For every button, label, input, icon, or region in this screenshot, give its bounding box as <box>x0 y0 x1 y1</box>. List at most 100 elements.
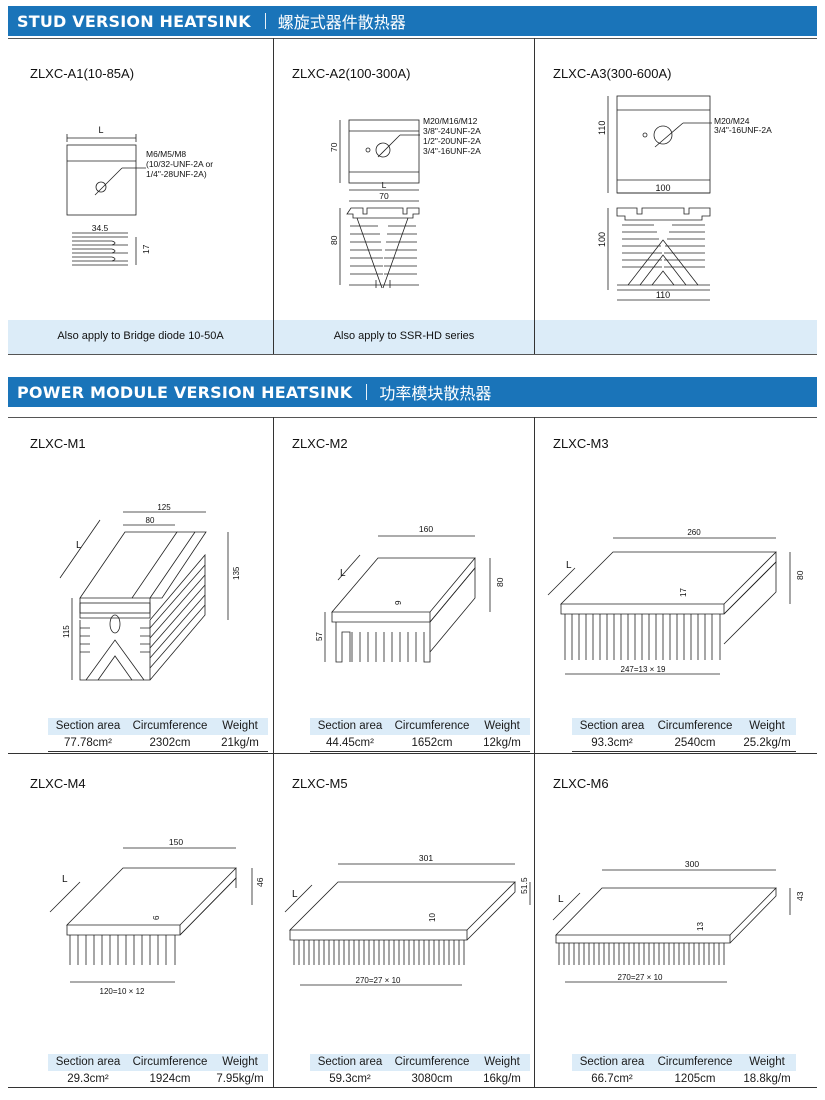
m2-dim-4: 57 <box>315 632 324 641</box>
m5-dim-1: 301 <box>419 853 433 863</box>
m3-dim-4: 247=13 × 19 <box>621 665 666 674</box>
a2-dim-fin: 80 <box>329 235 339 245</box>
spec-header-weight: Weight <box>222 720 258 732</box>
m2-dim-1: 160 <box>419 524 433 534</box>
model-m6-title: ZLXC-M6 <box>553 776 609 791</box>
spec-header-circ: Circumference <box>657 1056 733 1068</box>
spec-table-m2: Section area Circumference Weight 44.45c… <box>310 718 530 752</box>
a2-thread-1: M20/M16/M12 <box>423 116 478 126</box>
spec-table-m4: Section area Circumference Weight 29.3cm… <box>48 1054 268 1088</box>
spec-value-circ: 1652cm <box>411 737 453 749</box>
module-title-cn: 功率模块散热器 <box>379 384 492 403</box>
module-divider-2 <box>534 417 535 1087</box>
spec-value-area: 77.78cm² <box>64 737 112 749</box>
m1-dim-1: 125 <box>157 503 171 512</box>
m2-dim-5: L <box>340 568 346 579</box>
title-separator <box>366 384 368 400</box>
a2-dim-w: 70 <box>379 191 389 201</box>
model-a1-title: ZLXC-A1(10-85A) <box>30 66 135 81</box>
spec-value-circ: 3080cm <box>411 1073 453 1085</box>
stud-divider-2 <box>534 38 535 354</box>
m3-dim-2: 80 <box>795 570 805 580</box>
spec-table-m6: Section area Circumference Weight 66.7cm… <box>572 1054 796 1088</box>
m2-dim-3: 9 <box>394 600 403 605</box>
module-divider-1 <box>273 417 274 1087</box>
a3-thread-1: M20/M24 <box>714 116 750 126</box>
spec-table-m1: Section area Circumference Weight 77.78c… <box>48 718 268 752</box>
m4-dim-3: 6 <box>152 915 161 920</box>
m1-dim-4: 115 <box>62 625 71 638</box>
spec-value-weight: 16kg/m <box>483 1073 521 1085</box>
a1-dim-h: 17 <box>141 244 151 254</box>
stud-note-2: Also apply to SSR-HD series <box>333 330 475 342</box>
spec-header-circ: Circumference <box>132 1056 208 1068</box>
spec-header-area: Section area <box>579 720 645 732</box>
module-bottom-rule <box>8 1087 817 1088</box>
spec-header-circ: Circumference <box>394 720 470 732</box>
m1-dim-5: L <box>76 540 82 551</box>
spec-value-weight: 21kg/m <box>221 737 259 749</box>
spec-header-weight: Weight <box>222 1056 258 1068</box>
spec-header-weight: Weight <box>749 720 785 732</box>
spec-value-circ: 2540cm <box>674 737 716 749</box>
a2-dim-h: 70 <box>329 142 339 152</box>
spec-value-circ: 1205cm <box>674 1073 716 1085</box>
m4-dim-4: 120=10 × 12 <box>100 987 145 996</box>
a3-dim-h: 110 <box>597 121 607 135</box>
spec-header-area: Section area <box>317 720 383 732</box>
spec-header-weight: Weight <box>484 1056 520 1068</box>
model-m5-title: ZLXC-M5 <box>292 776 348 791</box>
module-section-header: POWER MODULE VERSION HEATSINK 功率模块散热器 <box>8 377 817 407</box>
spec-value-weight: 7.95kg/m <box>216 1073 264 1085</box>
spec-value-weight: 25.2kg/m <box>743 737 791 749</box>
spec-value-area: 29.3cm² <box>67 1073 109 1085</box>
m3-dim-1: 260 <box>687 528 701 537</box>
model-m4-title: ZLXC-M4 <box>30 776 86 791</box>
stud-title-en: STUD VERSION HEATSINK <box>17 11 251 31</box>
a2-dim-l: L <box>382 180 387 190</box>
a2-thread-2: 3/8"-24UNF-2A <box>423 126 481 136</box>
stud-note-bar-1: Also apply to Bridge diode 10-50A <box>8 320 273 354</box>
stud-note-1: Also apply to Bridge diode 10-50A <box>57 330 224 342</box>
m6-dim-1: 300 <box>685 859 699 869</box>
a3-dim-fin-w: 110 <box>656 290 670 300</box>
title-separator <box>264 13 266 29</box>
a2-thread-4: 3/4"-16UNF-2A <box>423 146 481 156</box>
m4-dim-5: L <box>62 874 68 885</box>
stud-section-header: STUD VERSION HEATSINK 螺旋式器件散热器 <box>8 6 817 36</box>
a1-thread-3: 1/4"-28UNF-2A) <box>146 169 207 179</box>
m3-dim-3: 17 <box>679 588 688 597</box>
spec-header-weight: Weight <box>749 1056 785 1068</box>
m5-dim-5: L <box>292 889 298 900</box>
spec-header-circ: Circumference <box>657 720 733 732</box>
a1-dim-w: 34.5 <box>92 223 109 233</box>
m4-dim-2: 46 <box>255 877 265 887</box>
spec-value-area: 66.7cm² <box>591 1073 633 1085</box>
spec-value-circ: 1924cm <box>149 1073 191 1085</box>
m6-dim-2: 43 <box>795 891 805 901</box>
m5-dim-2: 51.5 <box>519 877 529 894</box>
stud-note-bar-2: Also apply to SSR-HD series <box>274 320 534 354</box>
m1-dim-2: 80 <box>146 516 155 525</box>
a3-dim-fin-h: 100 <box>597 232 607 247</box>
spec-value-area: 93.3cm² <box>591 737 633 749</box>
spec-value-circ: 2302cm <box>149 737 191 749</box>
spec-header-area: Section area <box>55 1056 121 1068</box>
m1-dim-3: 135 <box>232 566 241 580</box>
spec-header-circ: Circumference <box>132 720 208 732</box>
spec-value-area: 44.45cm² <box>326 737 374 749</box>
m5-dim-3: 10 <box>428 913 437 922</box>
module-row-rule <box>8 753 817 754</box>
spec-table-m5: Section area Circumference Weight 59.3cm… <box>310 1054 530 1088</box>
spec-value-weight: 18.8kg/m <box>743 1073 791 1085</box>
stud-top-rule <box>8 38 817 39</box>
spec-header-area: Section area <box>579 1056 645 1068</box>
